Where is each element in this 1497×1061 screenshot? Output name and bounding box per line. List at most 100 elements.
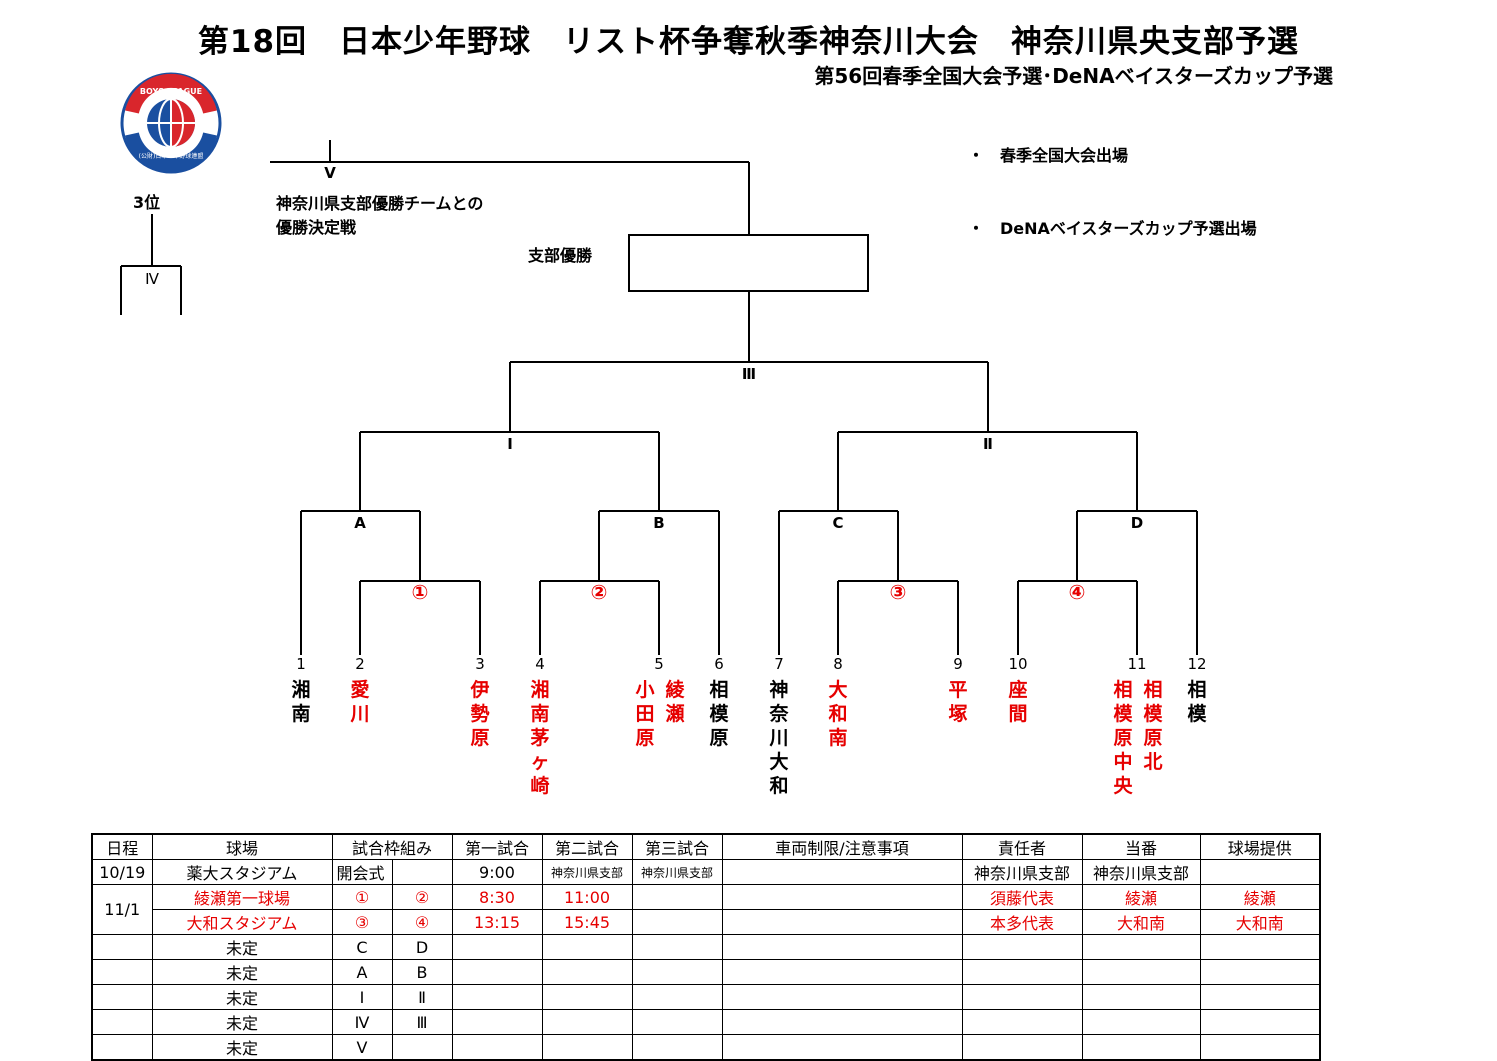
header-game1: 第一試合 xyxy=(451,833,543,860)
cell-duty xyxy=(1081,934,1201,960)
cell-responsible xyxy=(961,1034,1083,1061)
cell-responsible: 本多代表 xyxy=(961,909,1083,935)
schedule-header-row: 日程 球場 試合枠組み 第一試合 第二試合 第三試合 車両制限/注意事項 責任者… xyxy=(91,833,1321,860)
cell-time1 xyxy=(451,1009,543,1035)
cell-venue: 未定 xyxy=(151,934,333,960)
cell-time1: 8:30 xyxy=(451,884,543,910)
team-name: 伊勢原 xyxy=(470,679,490,749)
header-responsible: 責任者 xyxy=(961,833,1083,860)
round-d-label: D xyxy=(1130,514,1144,532)
cell-match2: ② xyxy=(391,884,453,910)
cell-duty: 神奈川県支部 xyxy=(1081,859,1201,885)
cell-provider: 大和南 xyxy=(1199,909,1321,935)
logo-top-text: BOYS LEAGUE xyxy=(140,87,202,96)
cell-time1 xyxy=(451,934,543,960)
cell-responsible xyxy=(961,934,1083,960)
cell-match1: C xyxy=(331,934,393,960)
cell-provider xyxy=(1199,984,1321,1010)
team-name: 湘南 xyxy=(291,679,311,725)
cell-duty: 大和南 xyxy=(1081,909,1201,935)
cell-time2 xyxy=(541,1009,633,1035)
cell-note xyxy=(721,1009,963,1035)
table-row: 未定 C D xyxy=(91,934,1321,960)
seed-number: 1 xyxy=(296,655,306,673)
cell-match2: D xyxy=(391,934,453,960)
cell-date xyxy=(91,1034,153,1061)
match-4-label: ④ xyxy=(1068,580,1086,604)
cell-note xyxy=(721,1034,963,1061)
cell-venue: 薬大スタジアム xyxy=(151,859,333,885)
seed-number: 8 xyxy=(833,655,843,673)
cell-provider xyxy=(1199,859,1321,885)
cell-note xyxy=(721,859,963,885)
cell-time1 xyxy=(451,1034,543,1061)
final-note-line2: 優勝決定戦 xyxy=(276,218,357,237)
cell-responsible xyxy=(961,1009,1083,1035)
table-row: 未定 Ⅴ xyxy=(91,1034,1321,1061)
header-date: 日程 xyxy=(91,833,153,860)
cell-duty: 綾瀬 xyxy=(1081,884,1201,910)
team-name: 相模原北 xyxy=(1143,679,1163,773)
seed-number: 9 xyxy=(953,655,963,673)
cell-match1: ① xyxy=(331,884,393,910)
seed-number: 2 xyxy=(355,655,365,673)
cell-venue: 大和スタジアム xyxy=(151,909,333,935)
third-place-label: 3位 xyxy=(133,193,161,212)
cell-note xyxy=(721,934,963,960)
cell-time1: 9:00 xyxy=(451,859,543,885)
cell-duty xyxy=(1081,959,1201,985)
cell-time3 xyxy=(631,1009,723,1035)
match-3-label: ③ xyxy=(889,580,907,604)
cell-date xyxy=(91,1009,153,1035)
cell-provider xyxy=(1199,1009,1321,1035)
team-name-2: 小田原 xyxy=(635,679,655,749)
cell-provider xyxy=(1199,959,1321,985)
cell-match1: Ⅰ xyxy=(331,984,393,1010)
cell-venue: 未定 xyxy=(151,984,333,1010)
cell-time1: 13:15 xyxy=(451,909,543,935)
team-name: 神奈川大和 xyxy=(769,679,789,797)
cell-note xyxy=(721,984,963,1010)
team-name: 平塚 xyxy=(948,679,968,725)
cell-date: 10/19 xyxy=(91,859,153,885)
cell-match1: Ⅳ xyxy=(331,1009,393,1035)
cell-responsible xyxy=(961,984,1083,1010)
cell-time2 xyxy=(541,959,633,985)
cell-provider xyxy=(1199,1034,1321,1061)
header-duty: 当番 xyxy=(1081,833,1201,860)
cell-venue: 未定 xyxy=(151,1034,333,1061)
cell-time2: 11:00 xyxy=(541,884,633,910)
round-b-label: B xyxy=(653,514,665,532)
cell-time1 xyxy=(451,959,543,985)
cell-time3 xyxy=(631,1034,723,1061)
match-1-label: ① xyxy=(411,580,429,604)
table-row: 大和スタジアム ③ ④ 13:15 15:45 本多代表 大和南 大和南 xyxy=(92,909,1321,935)
page-title: 第18回 日本少年野球 リスト杯争奪秋季神奈川大会 神奈川県央支部予選 xyxy=(197,24,1300,60)
cell-time3 xyxy=(631,934,723,960)
cell-duty xyxy=(1081,1009,1201,1035)
schedule-table: 日程 球場 試合枠組み 第一試合 第二試合 第三試合 車両制限/注意事項 責任者… xyxy=(91,833,1321,1061)
cell-date: 11/1 xyxy=(91,884,153,935)
round-iv-label: Ⅳ xyxy=(145,270,159,288)
header-game2: 第二試合 xyxy=(541,833,633,860)
cell-match2: Ⅱ xyxy=(391,984,453,1010)
cell-match2: Ⅲ xyxy=(391,1009,453,1035)
cell-time2 xyxy=(541,984,633,1010)
round-ii-label: Ⅱ xyxy=(983,435,993,453)
boys-league-logo: BOYS LEAGUE (公財)日本少年野球連盟 xyxy=(120,72,222,174)
seed-number: 5 xyxy=(654,655,664,673)
champion-label: 支部優勝 xyxy=(528,246,593,265)
cell-venue: 綾瀬第一球場 xyxy=(151,884,333,910)
cell-time2: 神奈川県支部 xyxy=(541,859,633,885)
cell-match1: Ⅴ xyxy=(331,1034,393,1061)
cell-date xyxy=(91,959,153,985)
cell-duty xyxy=(1081,984,1201,1010)
logo-bottom-text: (公財)日本少年野球連盟 xyxy=(139,152,204,160)
cell-venue: 未定 xyxy=(151,1009,333,1035)
cell-responsible xyxy=(961,959,1083,985)
header-matches: 試合枠組み xyxy=(331,833,453,860)
team-name: 湘南茅ヶ崎 xyxy=(530,679,550,797)
cell-provider: 綾瀬 xyxy=(1199,884,1321,910)
cell-match2 xyxy=(391,1034,453,1061)
